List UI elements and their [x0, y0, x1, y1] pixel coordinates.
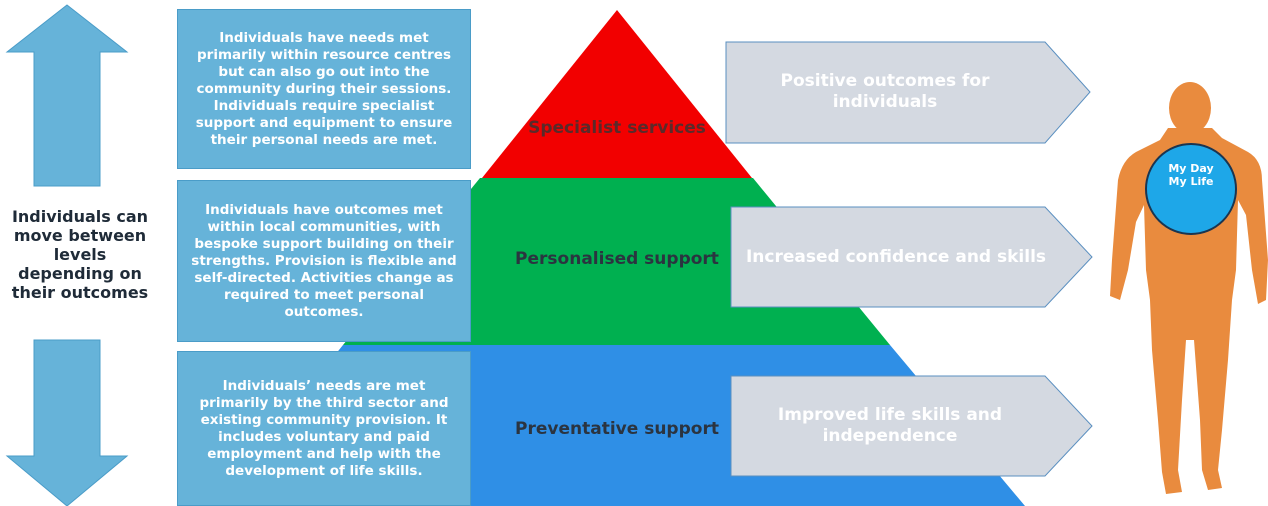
outcome-text-lifeskills: Improved life skills and independence [777, 405, 1003, 446]
side-note-text: Individuals can move between levels depe… [11, 207, 149, 302]
pyramid-tier-specialist [482, 10, 752, 178]
level-label-preventative: Preventative support [515, 419, 719, 439]
description-box-specialist: Individuals have needs met primarily wit… [177, 9, 471, 169]
badge-text: My Day My Life [1168, 162, 1214, 188]
outcome-arrow-confidence [730, 206, 1093, 308]
down-arrow-icon [5, 339, 129, 506]
outcome-text-positive: Positive outcomes for individuals [780, 71, 990, 112]
up-arrow-icon [5, 4, 129, 187]
outcome-arrow-positive [725, 41, 1091, 144]
description-text-specialist: Individuals have needs met primarily wit… [195, 29, 453, 148]
outcome-arrow-lifeskills [730, 375, 1093, 477]
person-figure-icon [1110, 82, 1268, 494]
description-box-preventative: Individuals’ needs are met primarily by … [177, 351, 471, 506]
description-text-personalised: Individuals have outcomes met within loc… [191, 201, 457, 320]
outcome-text-confidence: Increased confidence and skills [745, 246, 1047, 267]
level-label-personalised: Personalised support [515, 249, 719, 269]
description-box-personalised: Individuals have outcomes met within loc… [177, 180, 471, 342]
description-text-preventative: Individuals’ needs are met primarily by … [199, 377, 449, 479]
my-day-my-life-badge [1145, 143, 1237, 235]
level-label-specialist: Specialist services [528, 118, 706, 138]
